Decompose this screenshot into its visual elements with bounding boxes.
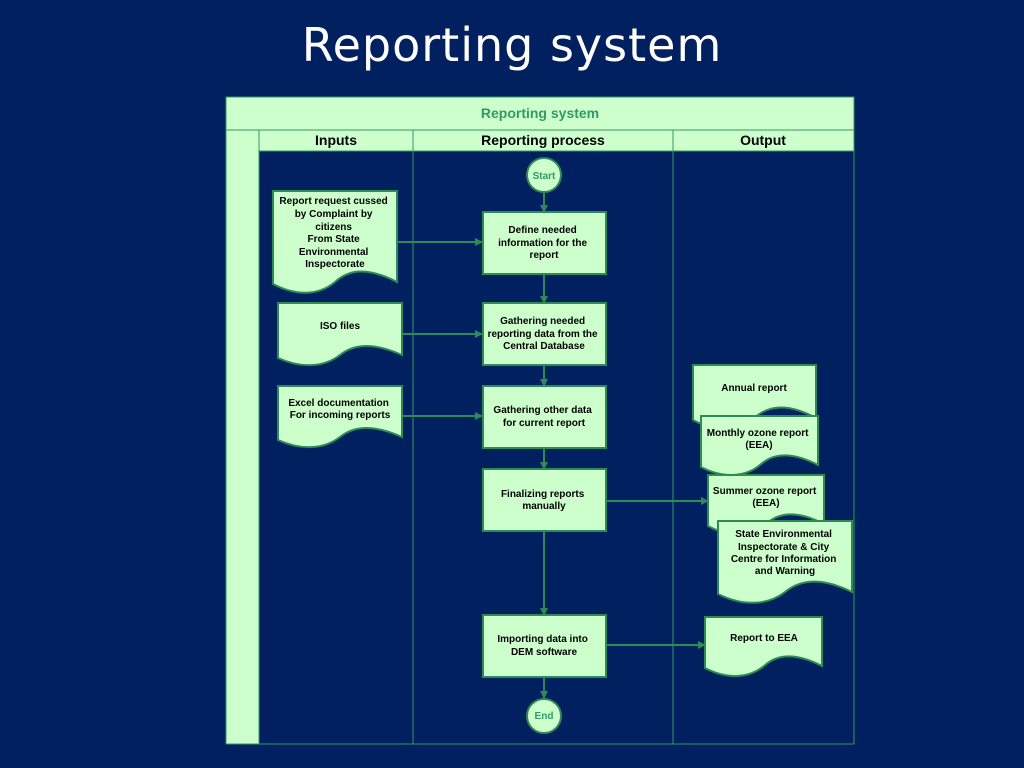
output-3-line-2: (EEA) [752, 498, 779, 509]
input-document-excel: Excel documentation For incoming reports [277, 385, 403, 449]
process-gather-central-database: Gathering needed reporting data from the… [482, 302, 607, 366]
lane-output-label: Output [740, 132, 786, 148]
svg-text:Gathering needed reporti: Gathering needed reporting data from the… [488, 316, 601, 352]
input-document-report-request: Report request cussed by Complaint by ci… [272, 190, 398, 294]
diagram-title-bar [225, 96, 855, 131]
svg-text:Summer ozone report (EEA: Summer ozone report (EEA) [713, 486, 819, 509]
output-document-report-to-eea: Report to EEA [704, 616, 823, 677]
svg-text:Gathering other data for: Gathering other data for current report [493, 405, 594, 429]
process-2-line-3: Central Database [503, 341, 585, 352]
input-3-line-1: Excel documentation [288, 398, 389, 409]
input-1-line-4: From State [307, 234, 360, 245]
process-3-line-1: Gathering other data [493, 405, 592, 416]
svg-text:Define needed informatio: Define needed information for the report [498, 225, 590, 261]
lane-process-label: Reporting process [481, 132, 605, 148]
process-2-line-1: Gathering needed [500, 316, 585, 327]
start-label: Start [533, 171, 556, 182]
input-1-line-2: by Complaint by [295, 209, 373, 220]
svg-text:Excel documentation For: Excel documentation For incoming reports [288, 398, 391, 421]
output-2-line-2: (EEA) [745, 440, 772, 451]
output-4-line-2: Inspectorate & City [738, 542, 830, 553]
process-4-line-2: manually [522, 501, 566, 512]
process-gather-other-data: Gathering other data for current report [482, 385, 607, 449]
output-4-line-4: and Warning [755, 566, 815, 577]
output-4-line-3: Centre for Information [731, 554, 837, 565]
input-2-line-1: ISO files [320, 321, 360, 332]
input-1-line-1: Report request cussed [279, 196, 387, 207]
process-1-line-1: Define needed [508, 225, 576, 236]
input-1-line-5: Environmental [299, 247, 369, 258]
svg-text:Monthly ozone report (EE: Monthly ozone report (EEA) [707, 428, 811, 451]
output-3-line-1: Summer ozone report [713, 486, 817, 497]
process-import-dem: Importing data into DEM software [482, 614, 607, 678]
lane-inputs-label: Inputs [315, 132, 357, 148]
output-document-monthly-ozone: Monthly ozone report (EEA) [700, 415, 819, 476]
process-1-line-2: information for the [498, 238, 587, 249]
process-1-line-3: report [530, 250, 560, 261]
start-terminator: Start [526, 157, 562, 193]
slide-title: Reporting system [301, 18, 723, 72]
process-4-line-1: Finalizing reports [501, 489, 585, 500]
process-define-information: Define needed information for the report [482, 211, 607, 275]
input-1-line-3: citizens [315, 222, 352, 233]
output-5-line-1: Report to EEA [730, 633, 798, 644]
input-1-line-6: Inspectorate [305, 259, 365, 270]
connectors [397, 193, 709, 699]
svg-text:Report request cussed by: Report request cussed by Complaint by ci… [279, 196, 390, 270]
lane-header-output [672, 129, 855, 152]
input-document-iso-files: ISO files [277, 302, 403, 367]
process-3-line-2: for current report [503, 418, 586, 429]
output-document-state-inspectorate: State Environmental Inspectorate & City … [717, 520, 853, 604]
svg-text:State Environmental Insp: State Environmental Inspectorate & City … [731, 529, 839, 577]
output-4-line-1: State Environmental [735, 529, 832, 540]
process-5-line-1: Importing data into [497, 634, 588, 645]
process-finalize-reports: Finalizing reports manually [482, 468, 607, 532]
process-2-line-2: reporting data from the [488, 329, 598, 340]
svg-text:Finalizing reports manua: Finalizing reports manually [501, 489, 587, 512]
output-2-line-1: Monthly ozone report [707, 428, 809, 439]
output-1-line-1: Annual report [721, 383, 787, 394]
end-label: End [535, 711, 554, 722]
diagram-title: Reporting system [481, 105, 599, 121]
input-3-line-2: For incoming reports [290, 410, 391, 421]
end-terminator: End [526, 698, 562, 734]
svg-text:Importing data into DEM: Importing data into DEM software [497, 634, 590, 658]
left-margin-column [225, 129, 260, 745]
process-5-line-2: DEM software [511, 647, 578, 658]
